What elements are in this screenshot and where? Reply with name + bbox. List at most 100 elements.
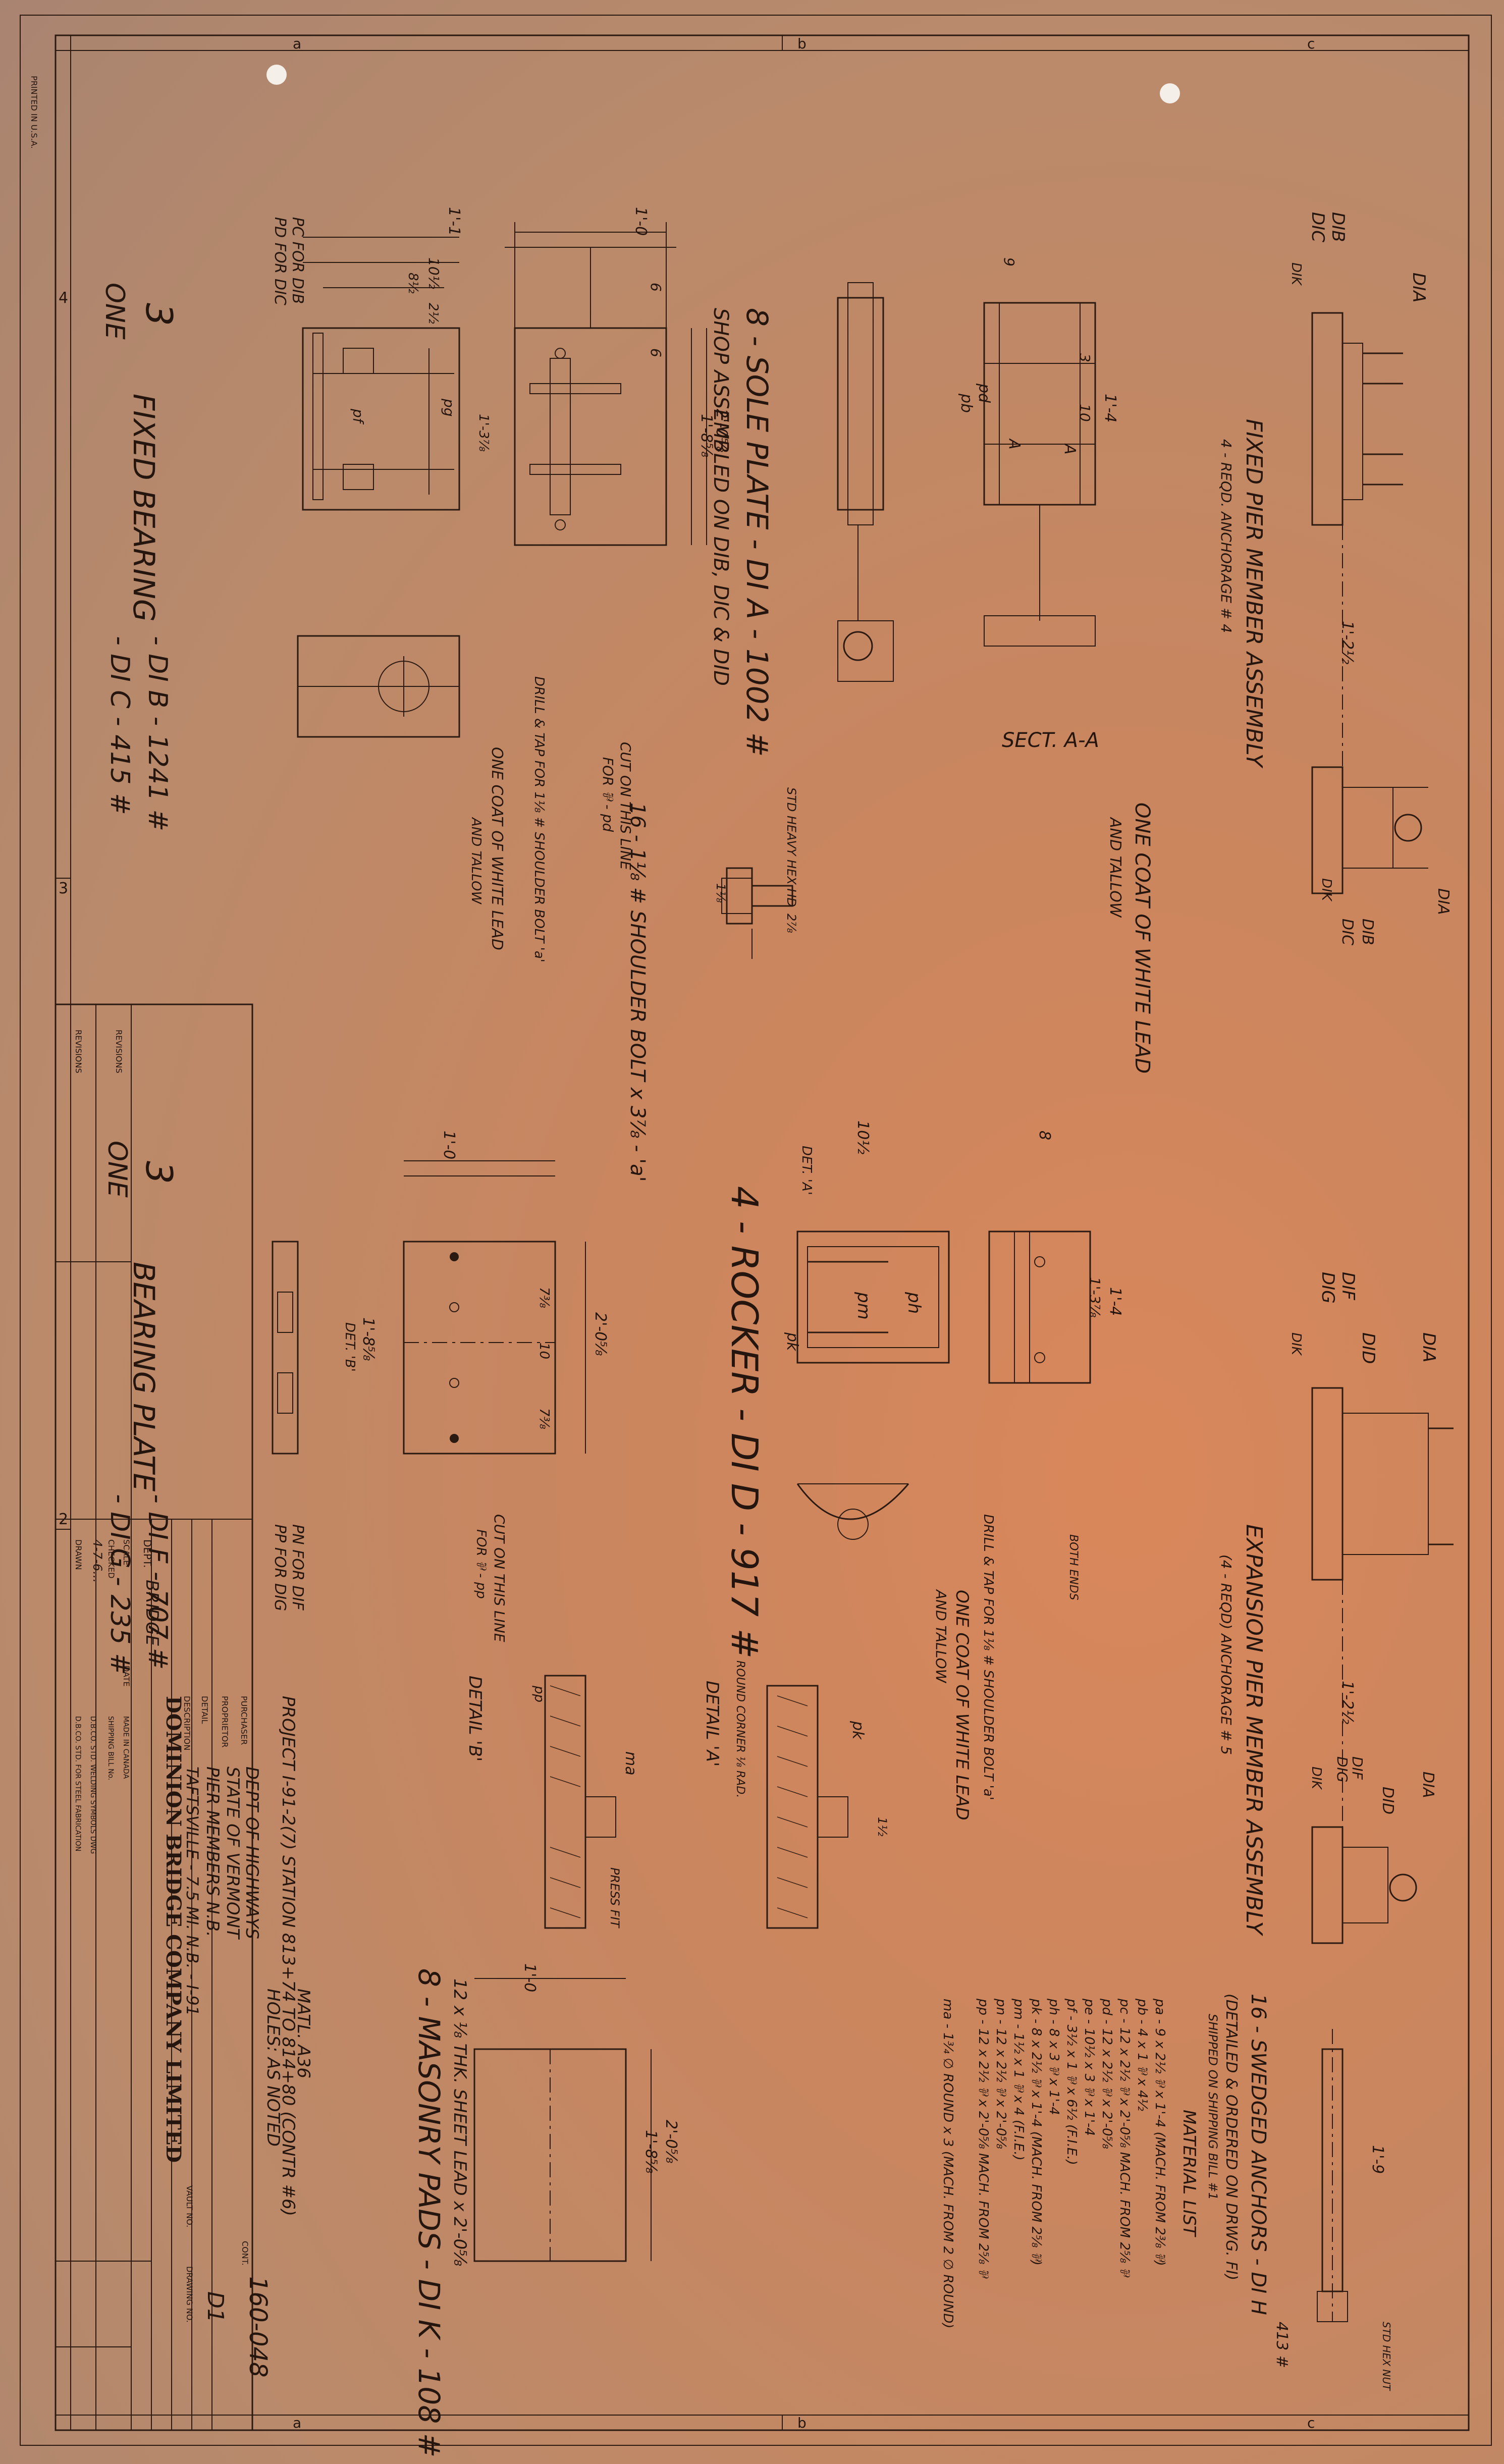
material-row-pf: pf - 3½ x 1 ⅌ x 6½ (F.I.E.) xyxy=(1064,1998,1079,2165)
sole-plate-subtitle: SHOP ASSEMBLED ON DIB, DIC & DID xyxy=(709,308,732,686)
material-row-ma: ma - 1¾ ∅ ROUND x 3 (MACH. FROM 2 ∅ ROUN… xyxy=(940,1999,955,2329)
expansion-assembly-did-2: DID xyxy=(1379,1787,1396,1814)
expansion-assembly-dif: DIF xyxy=(1338,1272,1358,1300)
expansion-assembly-did: DID xyxy=(1358,1332,1378,1364)
expansion-assembly-dig-2: DIG xyxy=(1334,1756,1351,1783)
anchors-note-1: (DETAILED & ORDERED ON DRWG. FI) xyxy=(1222,1994,1240,2280)
masonry-dim-2-0-5-8: 2'-0⅝ xyxy=(662,2120,680,2163)
title-block-contract: 160-048 xyxy=(244,2276,272,2378)
fixed-label-pf: pf xyxy=(350,408,366,425)
rocker-tallow-note: AND TALLOW xyxy=(933,1589,949,1684)
rocker-label-ph: ph xyxy=(904,1292,924,1314)
title-block-dept: BRIDGE xyxy=(142,1580,162,1646)
fixed-bearing-qty-one: ONE xyxy=(99,283,130,340)
anchors-dim-1-9: 1'-9 xyxy=(1369,2145,1386,2174)
fixed-dim-1-3-7-8: 1'-3⅞ xyxy=(476,414,491,452)
rocker-dim-1-3-7-8: 1'-3⅞ xyxy=(1087,1277,1103,1318)
title-block-purchaser-label: PURCHASER xyxy=(239,1696,249,1745)
zone-col-a-bottom: a xyxy=(293,2415,301,2431)
title-block: REVISIONS REVISIONS DRAWN 4-7-6... CHECK… xyxy=(55,1003,298,2431)
masonry-dim-1-0: 1'-0 xyxy=(521,1963,539,1992)
bearing-plate-dim-1-0: 1'-0 xyxy=(440,1131,458,1159)
fixed-assembly-dia: DIA xyxy=(1409,273,1429,302)
fixed-pier-assembly-drawing: FIXED PIER MEMBER ASSEMBLY 4 - REQD. ANC… xyxy=(1218,212,1452,945)
material-row-pe: pe - 10½ x 3 ⅌ x 1'-4 xyxy=(1082,1998,1097,2136)
holes-note: HOLES: AS NOTED xyxy=(263,1989,283,2147)
fixed-dim-10-1-2: 10½ xyxy=(425,257,442,289)
bearing-plate-dim-2-0-5-8: 2'-0⅝ xyxy=(592,1312,609,1356)
material-row-pd: pd - 12 x 2½ ⅌ x 2'-0⅝ xyxy=(1099,1998,1114,2149)
title-block-date: 4-7-6... xyxy=(90,1539,104,1583)
expansion-assembly-dia: DIA xyxy=(1419,1332,1439,1362)
fixed-assembly-dic: DIC xyxy=(1308,212,1328,242)
detail-b-press-fit: PRESS FIT xyxy=(608,1867,622,1929)
fixed-assembly-dib-2: DIB xyxy=(1359,919,1376,945)
title-block-dept-label: DEPT. xyxy=(141,1539,153,1568)
fixed-label-pg: pg xyxy=(441,398,457,417)
title-block-drawing-no-label: DRAWING NO. xyxy=(185,2266,194,2323)
detail-a-note: ROUND CORNER ⅛ RAD. xyxy=(734,1660,746,1798)
fixed-assembly-dic-2: DIC xyxy=(1338,919,1356,945)
bearing-plate-title: BEARING PLATE xyxy=(127,1262,161,1491)
zone-col-b: b xyxy=(797,35,807,52)
fixed-assembly-title: FIXED PIER MEMBER ASSEMBLY xyxy=(1241,419,1267,769)
section-aa-dim-10: 10 xyxy=(1077,404,1093,422)
expansion-assembly-dif-2: DIF xyxy=(1349,1756,1366,1780)
expansion-assembly-subtitle: (4 - REQD) ANCHORAGE # 5 xyxy=(1218,1555,1234,1755)
fixed-assembly-subtitle: 4 - REQD. ANCHORAGE # 4 xyxy=(1218,439,1234,633)
expansion-assembly-dik-2: DIK xyxy=(1309,1766,1324,1790)
bolt-dim-a: 1⅛ xyxy=(714,883,728,903)
sole-plate-drawing xyxy=(505,222,707,546)
masonry-pads-note: 12 x ⅛ THK. SHEET LEAD x 2'-0⅝ xyxy=(450,1978,470,2266)
zone-col-c-bottom: c xyxy=(1307,2415,1315,2431)
anchors-drawing: 16 - SWEDGED ANCHORS - DI H 413 # (DETAI… xyxy=(1206,1994,1392,2391)
title-block-checked-label: CHECKED xyxy=(106,1539,116,1578)
rocker-drawing: 4 - ROCKER - DI D - 917 # DRILL & TAP FO… xyxy=(723,1120,1124,1820)
anchors-note-2: SHIPPED ON SHIPPING BILL #1 xyxy=(1206,2014,1220,2200)
fixed-assembly-dik: DIK xyxy=(1288,262,1304,286)
material-row-ph: ph - 8 x 3 ⅌ x 1'-4 xyxy=(1046,1998,1061,2115)
fixed-dim-2-1-2: 2½ xyxy=(425,303,441,324)
bearing-plate-cut: CUT ON THIS LINE xyxy=(491,1514,508,1642)
bearing-plate-item-dig: - DI G - 235 # xyxy=(104,1494,135,1675)
title-block-purchaser: DEPT OF HIGHWAYS xyxy=(242,1766,262,1939)
title-block-vault-label: VAULT NO. xyxy=(185,2185,194,2227)
zone-col-b-bottom: b xyxy=(797,2415,807,2431)
title-block-std-1: D.B.CO. STD. FOR STEEL FABRICATION xyxy=(74,1716,82,1851)
tallow-note: AND TALLOW xyxy=(468,817,484,904)
masonry-dim-1-8-5-8: 1'-8⅝ xyxy=(642,2130,660,2173)
section-aa-dim-3a: 3 xyxy=(1077,353,1093,362)
fixed-dim-1-1: 1'-1 xyxy=(445,207,463,236)
sole-plate-note-cut: CUT ON THIS LINE xyxy=(617,742,634,870)
zone-col-c: c xyxy=(1307,35,1315,52)
edge-note: PRINTED IN U.S.A. xyxy=(29,76,39,148)
detail-b-ma: ma xyxy=(622,1751,639,1776)
section-aa-drawing: SECT. A-A ONE COAT OF WHITE LEAD AND TAL… xyxy=(837,257,1154,1074)
expansion-assembly-title: EXPANSION PIER MEMBER ASSEMBLY xyxy=(1241,1524,1267,1937)
anchors-weight: 413 # xyxy=(1273,2322,1291,2368)
white-lead-note: ONE COAT OF WHITE LEAD xyxy=(488,747,506,950)
fixed-assembly-dia-2: DIA xyxy=(1434,888,1452,915)
material-notes: MATL. A36 HOLES: AS NOTED xyxy=(263,1989,313,2147)
drill-tap-note: DRILL & TAP FOR 1⅛ # SHOULDER BOLT 'a' xyxy=(531,676,547,962)
title-block-detail: PIER MEMBERS N.B. xyxy=(202,1766,223,1937)
sole-plate-bolt-note: 16 - 1⅛ # SHOULDER BOLT x 3⅞ - 'a' xyxy=(626,802,649,1182)
rocker-dim-1-4: 1'-4 xyxy=(1106,1287,1124,1316)
rocker-label-pk: pk xyxy=(783,1332,801,1352)
bearing-plate-item-dif: - DI F - 707 # xyxy=(142,1494,173,1670)
sole-dim-1-0: 1'-0 xyxy=(632,207,650,236)
zone-row-3: 3 xyxy=(59,880,68,897)
punch-hole-right xyxy=(1160,83,1180,103)
expansion-assembly-dia-2: DIA xyxy=(1419,1772,1437,1798)
shoulder-bolt-drawing: 1⅛ 2⅞ xyxy=(714,867,798,959)
sole-plate-note-for: FOR ⅌ - pd xyxy=(600,757,616,832)
fixed-bearing-note-pd: PD FOR DIC xyxy=(271,217,289,305)
expansion-assembly-dik: DIK xyxy=(1288,1332,1304,1356)
title-block-drawing-no: D1 xyxy=(202,2291,228,2323)
zone-row-4: 4 xyxy=(59,289,68,307)
title-block-revisions-label: REVISIONS xyxy=(74,1030,83,1073)
sole-dim-6b: 6 xyxy=(648,348,664,357)
fixed-bearing-item-dib: - DI B - 1241 # xyxy=(142,636,173,831)
title-block-scale-label: SCALE xyxy=(122,1539,131,1565)
